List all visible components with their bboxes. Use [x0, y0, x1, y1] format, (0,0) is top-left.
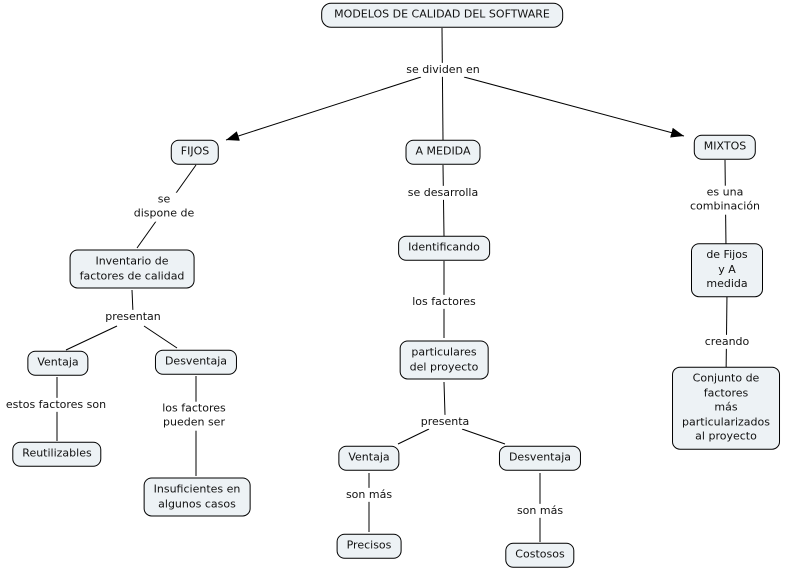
- connector-presentan-desventaja: [143, 325, 178, 349]
- connector-inventario-presentan: [131, 289, 134, 314]
- concept-node-desventaja-medida[interactable]: Desventaja: [498, 445, 582, 471]
- concept-node-de-fijos-y-a-medida[interactable]: de Fijos y A medida: [691, 243, 763, 297]
- connector-presenta-ventaja: [397, 428, 430, 445]
- connector-root-amedida: [441, 27, 444, 141]
- concept-node-modelos-de-calidad[interactable]: MODELOS DE CALIDAD DEL SOFTWARE: [321, 2, 563, 28]
- link-label-se-dividen-en[interactable]: se dividen en: [404, 62, 482, 78]
- concept-node-particulares[interactable]: particulares del proyecto: [399, 340, 489, 380]
- concept-node-ventaja-fijos[interactable]: Ventaja: [27, 350, 89, 376]
- link-label-los-factores-pueden-ser[interactable]: los factores pueden ser: [160, 401, 228, 431]
- concept-node-mixtos[interactable]: MIXTOS: [693, 134, 757, 160]
- link-label-creando[interactable]: creando: [702, 334, 752, 350]
- concept-node-desventaja-fijos[interactable]: Desventaja: [154, 349, 238, 375]
- concept-node-conjunto-de-factores[interactable]: Conjunto de factores más particularizado…: [672, 366, 780, 450]
- concept-node-inventario[interactable]: Inventario de factores de calidad: [69, 249, 195, 289]
- connector-particulares-presenta: [443, 381, 446, 416]
- link-label-los-factores[interactable]: los factores: [410, 294, 478, 310]
- concept-node-identificando[interactable]: Identificando: [398, 235, 490, 261]
- concept-node-fijos[interactable]: FIJOS: [170, 139, 220, 165]
- connector-amedida-identificando: [442, 164, 445, 237]
- concept-node-ventaja-medida[interactable]: Ventaja: [338, 445, 400, 471]
- link-label-estos-factores-son[interactable]: estos factores son: [3, 397, 109, 413]
- link-label-son-mas-costosos[interactable]: son más: [514, 503, 566, 519]
- connector-root-fijos: [225, 76, 422, 141]
- concept-node-precisos[interactable]: Precisos: [336, 533, 402, 559]
- concept-node-costosos[interactable]: Costosos: [505, 542, 575, 568]
- link-label-presentan[interactable]: presentan: [103, 309, 163, 325]
- connector-presenta-desventaja: [461, 428, 506, 445]
- connector-root-mixtos: [463, 76, 685, 138]
- link-label-es-una-combinacion[interactable]: es una combinación: [687, 185, 763, 215]
- concept-node-reutilizables[interactable]: Reutilizables: [12, 441, 102, 467]
- link-label-se-dispone-de[interactable]: se dispone de: [131, 192, 197, 222]
- connector-presentan-ventaja: [65, 325, 118, 351]
- concept-node-insuficientes[interactable]: Insuficientes en algunos casos: [143, 477, 251, 517]
- concept-node-a-medida[interactable]: A MEDIDA: [405, 139, 481, 165]
- link-label-son-mas-precisos[interactable]: son más: [343, 487, 395, 503]
- link-label-presenta[interactable]: presenta: [418, 414, 472, 430]
- link-label-se-desarrolla[interactable]: se desarrolla: [405, 185, 481, 201]
